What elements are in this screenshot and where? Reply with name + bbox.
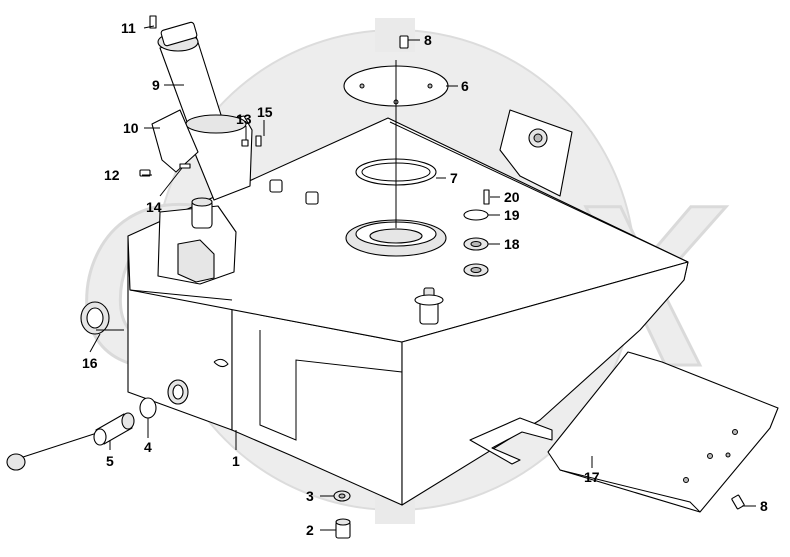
bracket-10 (151, 109, 199, 173)
callout-12: 12 (104, 167, 120, 183)
callout-9: 9 (152, 77, 160, 93)
callout-20: 20 (504, 189, 520, 205)
filler-opening (345, 219, 447, 257)
callout-19: 19 (504, 207, 520, 223)
filler-neck-9 (157, 21, 253, 201)
callout-3: 3 (306, 488, 314, 504)
callout-5: 5 (106, 453, 114, 469)
callout-1: 1 (232, 453, 240, 469)
sender-port-inner (172, 384, 184, 400)
drain-washer-3 (333, 490, 351, 502)
tank-bracket-left (157, 197, 237, 285)
callout-7: 7 (450, 170, 458, 186)
seal-19 (463, 209, 489, 221)
callout-labels: 11 8 9 6 13 15 10 12 7 14 20 19 18 16 5 … (82, 20, 768, 538)
callout-18: 18 (504, 236, 520, 252)
callout-14: 14 (146, 199, 162, 215)
callout-8-bottom: 8 (760, 498, 768, 514)
callout-8: 8 (424, 32, 432, 48)
callout-4: 4 (144, 439, 152, 455)
callout-17: 17 (584, 469, 600, 485)
screw-8b (731, 494, 745, 510)
callout-16: 16 (82, 355, 98, 371)
plate-17 (547, 351, 779, 513)
washer-18-hole (470, 241, 482, 247)
nut-18-hole (470, 267, 482, 273)
callout-11: 11 (121, 20, 136, 36)
callout-6: 6 (461, 78, 469, 94)
breather-cap (414, 287, 444, 325)
callout-2: 2 (306, 522, 314, 538)
drain-plug-2 (335, 518, 351, 539)
callout-15: 15 (257, 104, 273, 120)
leader-lines (89, 25, 756, 531)
sender-unit-5 (6, 412, 135, 471)
o-ring-4 (139, 397, 157, 419)
small-screws (139, 15, 490, 205)
callout-10: 10 (123, 120, 139, 136)
boss (269, 179, 283, 193)
grommet-16 (80, 301, 110, 335)
callout-13: 13 (236, 111, 252, 127)
boss (305, 191, 319, 205)
